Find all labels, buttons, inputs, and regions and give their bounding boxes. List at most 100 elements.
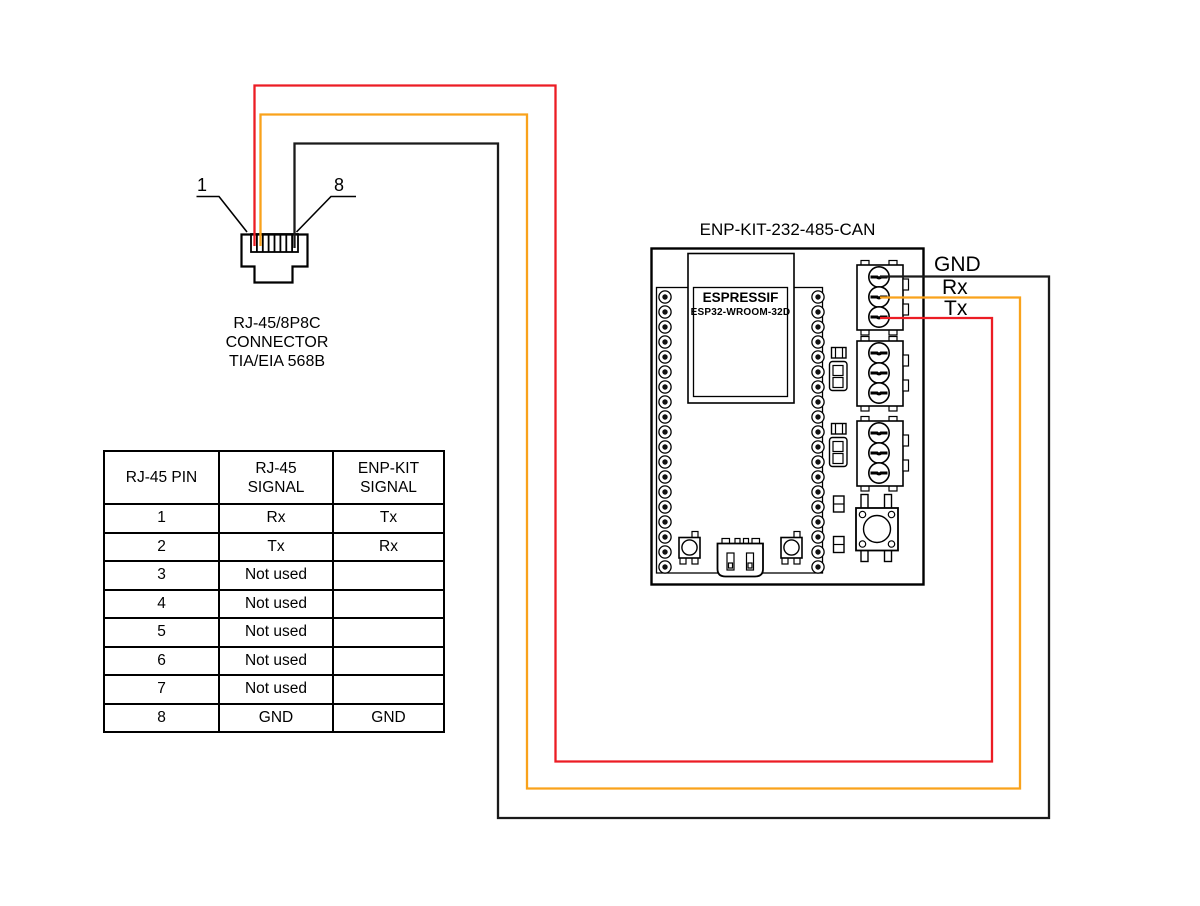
pin-hole-center (662, 369, 668, 375)
pin-hole-center (662, 414, 668, 420)
pin-hole-center (662, 444, 668, 450)
pin-hole-center (662, 564, 668, 570)
table-cell (332, 617, 445, 648)
pin-hole-center (815, 534, 821, 540)
board-title: ENP-KIT-232-485-CAN (699, 220, 876, 239)
table-cell: 1 (103, 503, 220, 534)
rj45-caption: RJ-45/8P8C CONNECTOR TIA/EIA 568B (187, 314, 367, 371)
wire-orange-rx (259, 113, 1022, 790)
pin-hole-center (815, 504, 821, 510)
pin-hole-center (815, 384, 821, 390)
table-cell (332, 588, 445, 619)
table-cell: 7 (103, 674, 220, 705)
esp32-module (687, 252, 795, 404)
pin-hole-center (815, 489, 821, 495)
tx-label: Tx (944, 297, 968, 320)
pin-hole-center (815, 414, 821, 420)
pin-hole-center (662, 324, 668, 330)
gnd-label: GND (934, 253, 981, 276)
table-header: RJ-45 SIGNAL (218, 450, 334, 505)
pin-hole-center (662, 294, 668, 300)
pin-hole-center (662, 504, 668, 510)
pin-hole-center (815, 549, 821, 555)
micro-usb-port-icon (716, 537, 764, 578)
table-cell: Not used (218, 645, 334, 676)
table-cell: Rx (218, 503, 334, 534)
module-brand-label: ESPRESSIF (703, 290, 779, 305)
pin-hole-center (662, 474, 668, 480)
terminal-block-icon (856, 415, 910, 492)
pin1-leader-line (196, 195, 248, 233)
rx-label: Rx (942, 276, 968, 299)
table-header: RJ-45 PIN (103, 450, 220, 505)
pin-header-left (658, 290, 672, 574)
table-cell: Rx (332, 531, 445, 562)
pin-hole-center (815, 519, 821, 525)
pin-hole-center (815, 564, 821, 570)
esp32-shield (692, 286, 789, 398)
table-cell: Not used (218, 617, 334, 648)
pin-hole-center (662, 534, 668, 540)
caption-line: RJ-45/8P8C (233, 315, 321, 332)
terminal-blocks (856, 259, 910, 492)
table-header-row: RJ-45 PIN RJ-45 SIGNAL ENP-KIT SIGNAL (103, 450, 445, 505)
table-cell: Tx (332, 503, 445, 534)
pin-hole-center (815, 354, 821, 360)
caption-line: TIA/EIA 568B (228, 353, 326, 370)
boot-button-icon (678, 530, 701, 565)
table-cell (332, 674, 445, 705)
pin-hole-center (662, 339, 668, 345)
pin-hole-center (662, 309, 668, 315)
table-cell: 2 (103, 531, 220, 562)
table-cell (332, 560, 445, 591)
table-header: ENP-KIT SIGNAL (332, 450, 445, 505)
table-cell: 5 (103, 617, 220, 648)
pin-hole-center (662, 489, 668, 495)
smd-component-icons (828, 346, 848, 554)
pin-hole-center (815, 444, 821, 450)
rj45-pin8-label: 8 (334, 175, 345, 195)
en-button-icon (855, 493, 899, 563)
pin-hole-center (662, 399, 668, 405)
pin-hole-center (662, 459, 668, 465)
pin-hole-center (815, 339, 821, 345)
table-cell (332, 645, 445, 676)
pin-hole-center (662, 384, 668, 390)
table-cell: Not used (218, 674, 334, 705)
table-cell: Not used (218, 560, 334, 591)
rj45-connector (196, 195, 356, 284)
pin-hole-center (815, 369, 821, 375)
wires (253, 84, 1051, 820)
table-cell: 6 (103, 645, 220, 676)
pin-hole-center (662, 519, 668, 525)
wire-black-gnd (293, 142, 1051, 820)
module-model-label: ESP32-WROOM-32D (691, 307, 791, 318)
pin-hole-center (815, 324, 821, 330)
table-cell: GND (332, 702, 445, 733)
pin-hole-center (662, 549, 668, 555)
pin-hole-center (815, 459, 821, 465)
rj45-pin1-label: 1 (197, 175, 208, 195)
table-cell: 4 (103, 588, 220, 619)
pin-header-right (811, 290, 825, 574)
rj45-body (240, 233, 309, 284)
table-cell: Not used (218, 588, 334, 619)
reset-button-icon (780, 530, 803, 565)
pin-hole-center (815, 474, 821, 480)
terminal-block-icon (856, 335, 910, 412)
pin8-leader-line (295, 195, 356, 233)
pin-hole-center (662, 354, 668, 360)
caption-line: CONNECTOR (225, 334, 329, 351)
table-cell: Tx (218, 531, 334, 562)
wire-red-tx (253, 84, 994, 763)
